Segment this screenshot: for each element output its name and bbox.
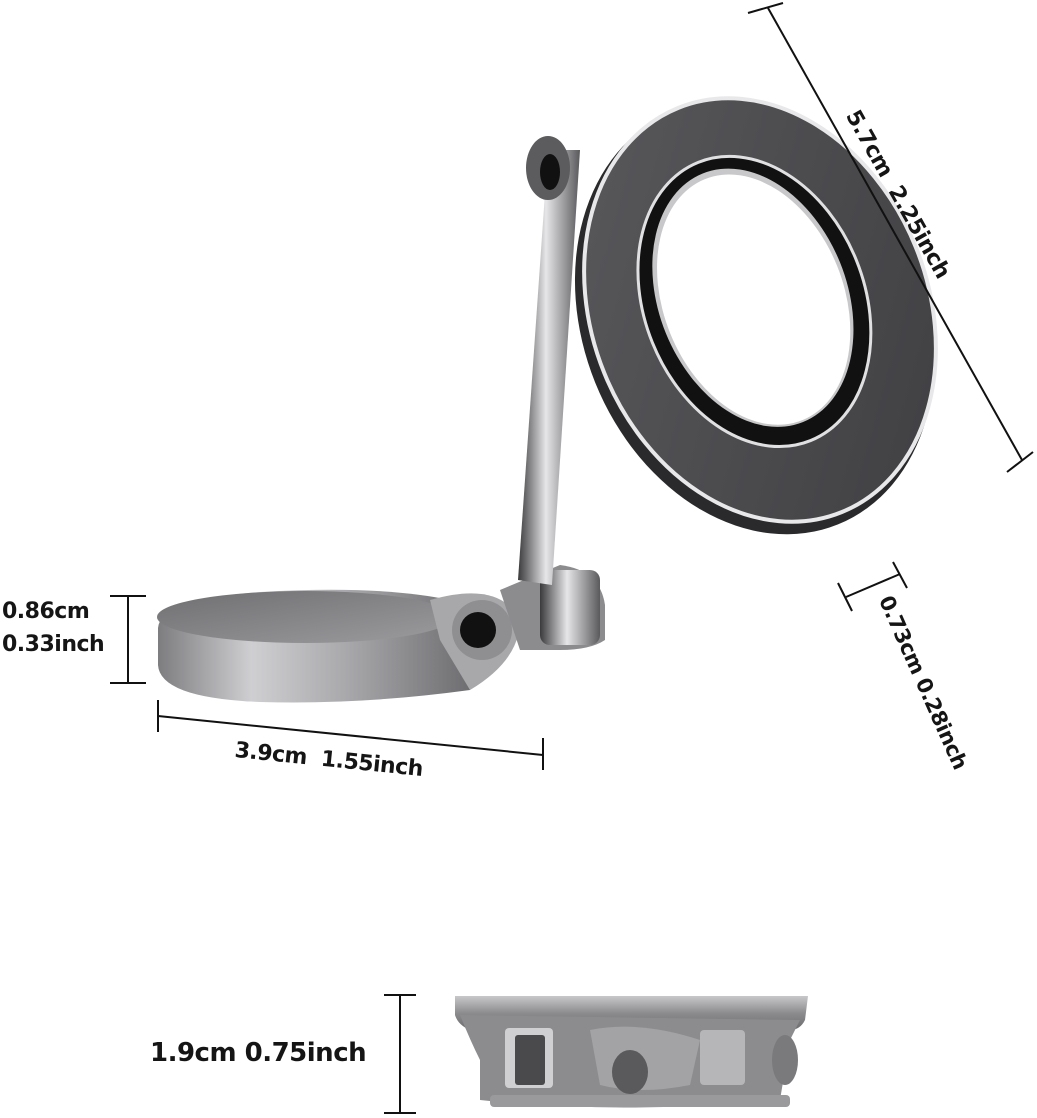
- folded-height-cm: 1.9cm: [150, 1038, 237, 1068]
- base-height-cm: 0.86cm: [2, 599, 90, 624]
- magnetic-ring: [574, 96, 938, 535]
- base-height-label: 0.86cm 0.33inch: [2, 595, 105, 661]
- dimension-lines: [110, 2, 1034, 1114]
- folded-height-inch: 0.75inch: [244, 1038, 367, 1068]
- hinge-and-arm: [500, 136, 605, 650]
- folded-view: [455, 996, 808, 1108]
- ring-diameter-line: [767, 7, 1023, 461]
- folded-height-label: 1.9cm 0.75inch: [150, 1038, 367, 1068]
- base-height-inch: 0.33inch: [2, 632, 105, 657]
- base-puck: [157, 589, 520, 703]
